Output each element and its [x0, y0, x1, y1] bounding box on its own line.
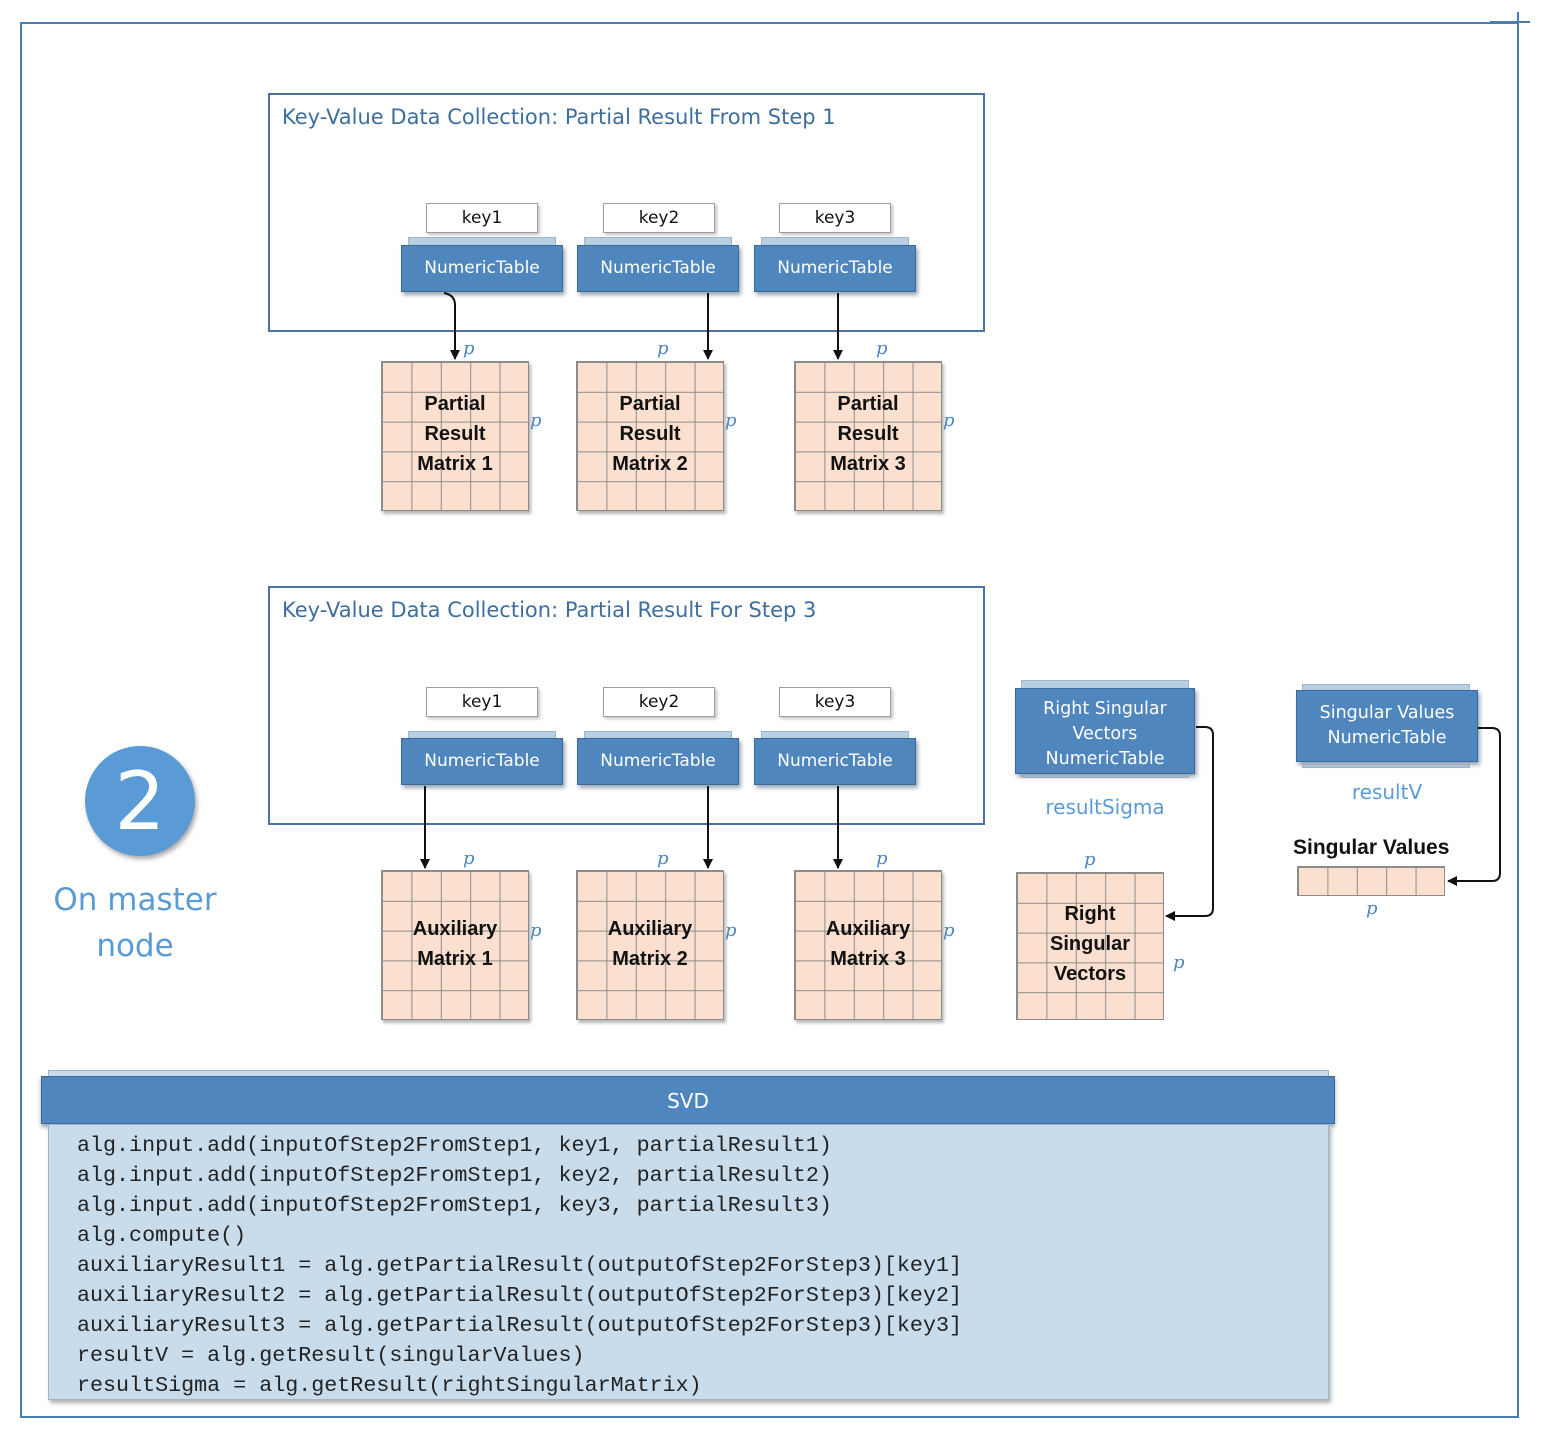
right-singular-vectors-matrix	[1016, 872, 1164, 1020]
svd-code-lines: alg.input.add(inputOfStep2FromStep1, key…	[77, 1131, 962, 1401]
singular-values-table-label: Singular Values NumericTable	[1319, 703, 1455, 748]
step-number-badge: 2	[85, 746, 195, 856]
corner-tick-v	[1517, 12, 1519, 74]
partial-result-matrix-1-label: Partial Result Matrix 1	[417, 393, 493, 475]
numeric-table-3: NumericTable	[754, 245, 916, 292]
dim-label-p: p	[530, 410, 542, 431]
dim-label-p: p	[725, 920, 737, 941]
code-line: resultV = alg.getResult(singularValues)	[77, 1343, 585, 1368]
code-line: auxiliaryResult2 = alg.getPartialResult(…	[77, 1283, 962, 1308]
code-line: resultSigma = alg.getResult(rightSingula…	[77, 1373, 702, 1398]
dim-label-p: p	[463, 338, 475, 359]
on-master-node-caption: On master node	[53, 882, 217, 964]
dim-label-p: p	[1084, 849, 1096, 870]
auxiliary-matrix-1	[381, 870, 529, 1020]
collection-step1-title: Key-Value Data Collection: Partial Resul…	[282, 105, 836, 129]
diagram-frame	[20, 22, 1519, 1418]
auxiliary-matrix-2-label: Auxiliary Matrix 2	[607, 918, 693, 970]
svd-header: SVD	[41, 1076, 1335, 1124]
collection-step3-title: Key-Value Data Collection: Partial Resul…	[282, 598, 817, 622]
partial-result-matrix-1	[381, 361, 529, 511]
numeric-table-1: NumericTable	[401, 738, 563, 785]
singular-values-table: Singular Values NumericTable	[1296, 690, 1478, 762]
dim-label-p: p	[463, 848, 475, 869]
auxiliary-matrix-3	[794, 870, 942, 1020]
partial-result-matrix-3-label: Partial Result Matrix 3	[830, 393, 906, 475]
auxiliary-matrix-3-label: Auxiliary Matrix 3	[825, 918, 911, 970]
partial-result-matrix-3	[794, 361, 942, 511]
code-line: alg.compute()	[77, 1223, 247, 1248]
dim-label-p: p	[943, 410, 955, 431]
code-line: alg.input.add(inputOfStep2FromStep1, key…	[77, 1163, 832, 1188]
numeric-table-1: NumericTable	[401, 245, 563, 292]
dim-label-p: p	[657, 338, 669, 359]
code-line: alg.input.add(inputOfStep2FromStep1, key…	[77, 1193, 832, 1218]
partial-result-matrix-2-label: Partial Result Matrix 2	[612, 393, 688, 475]
code-line: auxiliaryResult1 = alg.getPartialResult(…	[77, 1253, 962, 1278]
corner-tick-h	[1490, 21, 1530, 23]
arrow-table1-to-matrix1	[443, 292, 460, 360]
key-box-2: key2	[603, 203, 715, 233]
partial-result-matrix-2	[576, 361, 724, 511]
auxiliary-matrix-2	[576, 870, 724, 1020]
right-singular-vectors-table-label: Right Singular Vectors NumericTable	[1043, 699, 1167, 769]
dim-label-p: p	[1366, 898, 1378, 919]
numeric-table-2: NumericTable	[577, 245, 739, 292]
dim-label-p: p	[943, 920, 955, 941]
key-box-3: key3	[779, 687, 891, 717]
code-line: alg.input.add(inputOfStep2FromStep1, key…	[77, 1133, 832, 1158]
dim-label-p: p	[530, 920, 542, 941]
svd-code-panel: alg.input.add(inputOfStep2FromStep1, key…	[48, 1124, 1329, 1400]
dim-label-p: p	[876, 848, 888, 869]
result-v-label: resultV	[1351, 780, 1423, 804]
right-singular-vectors-matrix-label: Right Singular Vectors	[1049, 903, 1130, 985]
dim-label-p: p	[725, 410, 737, 431]
singular-values-vector	[1297, 866, 1445, 896]
arrow-values-table-to-vector	[1447, 727, 1501, 886]
key-box-2: key2	[603, 687, 715, 717]
code-line: auxiliaryResult3 = alg.getPartialResult(…	[77, 1313, 962, 1338]
right-singular-vectors-table: Right Singular Vectors NumericTable	[1015, 688, 1195, 774]
key-box-3: key3	[779, 203, 891, 233]
auxiliary-matrix-1-label: Auxiliary Matrix 1	[412, 918, 498, 970]
numeric-table-3: NumericTable	[754, 738, 916, 785]
numeric-table-2: NumericTable	[577, 738, 739, 785]
key-box-1: key1	[426, 687, 538, 717]
singular-values-label: Singular Values	[1293, 836, 1450, 859]
key-box-1: key1	[426, 203, 538, 233]
dim-label-p: p	[657, 848, 669, 869]
dim-label-p: p	[1173, 952, 1185, 973]
result-sigma-label: resultSigma	[1045, 795, 1165, 819]
arrow-sigma-table-to-matrix	[1165, 726, 1214, 921]
dim-label-p: p	[876, 338, 888, 359]
